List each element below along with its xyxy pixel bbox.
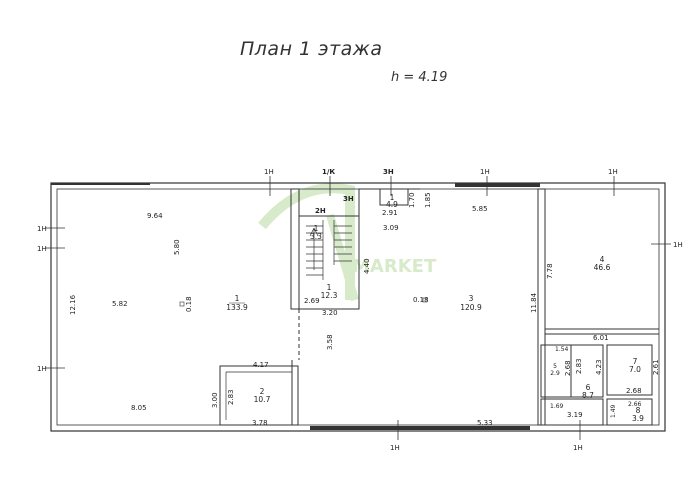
dimension-label: 1.49 [610,404,617,418]
dimension-label: 3.00 [211,392,219,408]
outer-walls [50,182,666,432]
room-number: 1 [314,224,319,233]
dimension-label: 3.20 [322,309,338,317]
watermark-text: MARKET [352,256,437,277]
room-area: 7.0 [629,365,641,374]
axis-mark-top: 3Н [383,168,394,176]
axis-mark-bottom: 1Н [573,444,583,452]
room-number: 8 [636,406,641,415]
dimension-label: 2.61 [652,359,660,375]
dimension-label: 2.83 [227,389,235,405]
room-number: 1 [235,294,240,303]
dimension-label: 4.17 [253,361,269,369]
room-area: 3.9 [632,414,644,423]
dimension-label: 1.70 [408,192,416,208]
dimension-label: 2.91 [382,209,398,217]
room-number: 1 [390,193,395,202]
room-area: 8.7 [582,391,594,400]
stair-mark-3h: 3Н [343,195,354,203]
axis-mark-left: 1Н [37,365,47,373]
axis-mark-left: 1Н [37,245,47,253]
dimension-label: 8.05 [131,404,147,412]
room-area: 133.9 [226,303,248,312]
dimension-label: 1.85 [424,192,432,208]
axis-mark-top: 1/К [322,168,335,176]
interior-walls [219,188,659,426]
stair-mark-2h: 2Н [315,207,326,215]
room-area: 10.7 [254,395,271,404]
axis-mark-left: 1Н [37,225,47,233]
room-number: 2 [260,387,265,396]
dimension-label: 2.83 [575,358,583,374]
dimension-label: 2.69 [304,297,320,305]
dimension-label: 1.69 [550,403,564,410]
dimension-label: 11.84 [530,292,538,313]
room-area: 3.3 [310,232,322,241]
room-number: 5 [553,363,557,370]
room-number: 4 [600,255,605,264]
dimension-label: 2.68 [564,360,572,376]
axis-mark-top: 1Н [480,168,490,176]
dimension-label: 6.01 [593,334,609,342]
dimension-label: 1.54 [555,346,569,353]
dimension-label: 3.09 [383,224,399,232]
room-number: 1 [327,283,332,292]
room-area: 46.6 [594,263,611,272]
axis-labels: 1Н 1/К 3Н 1Н 1Н 1Н 1Н 1Н 1Н 1Н 1Н 2Н 3Н [37,168,683,452]
room-area: 4.9 [386,200,398,209]
axis-mark-right: 1Н [673,241,683,249]
room-number: 6 [586,383,591,392]
room-number: 3 [469,294,474,303]
room-number: 7 [633,357,638,366]
dimension-label: 0.18 [185,296,193,312]
dimension-label: 3.78 [252,419,268,427]
dimension-label: 3.58 [326,334,334,350]
dimension-label: 5.33 [477,419,493,427]
dimension-label: 5.80 [173,239,181,255]
axis-mark-bottom: 1Н [390,444,400,452]
column-markers [179,297,428,307]
plan-title: План 1 этажа [240,38,383,60]
axis-mark-top: 1Н [608,168,618,176]
room-area: 2.9 [550,370,560,377]
room-area: 120.9 [460,303,482,312]
dimension-label: 12.16 [69,294,77,315]
ceiling-height-label: h = 4.19 [391,70,448,85]
room-labels: 1 133.9 1 3.3 1 4.9 1 12.3 2 10.7 3 120.… [226,193,644,423]
room-area: 12.3 [321,291,338,300]
dimension-label: 5.82 [112,300,128,308]
axis-mark-top: 1Н [264,168,274,176]
dimension-label: 2.66 [628,401,642,408]
dimension-labels: 9.64 5.80 5.82 0.18 12.16 8.05 4.17 3.58… [69,192,660,427]
dimension-label: 9.64 [147,212,163,220]
dimension-label: 7.78 [546,263,554,279]
axis-ticks [45,176,671,440]
dimension-label: 2.68 [626,387,642,395]
dimension-label: 4.40 [363,258,371,274]
dimension-label: 0.18 [413,296,429,304]
dimension-label: 3.19 [567,411,583,419]
dimension-label: 4.23 [595,359,603,375]
dimension-label: 5.85 [472,205,488,213]
